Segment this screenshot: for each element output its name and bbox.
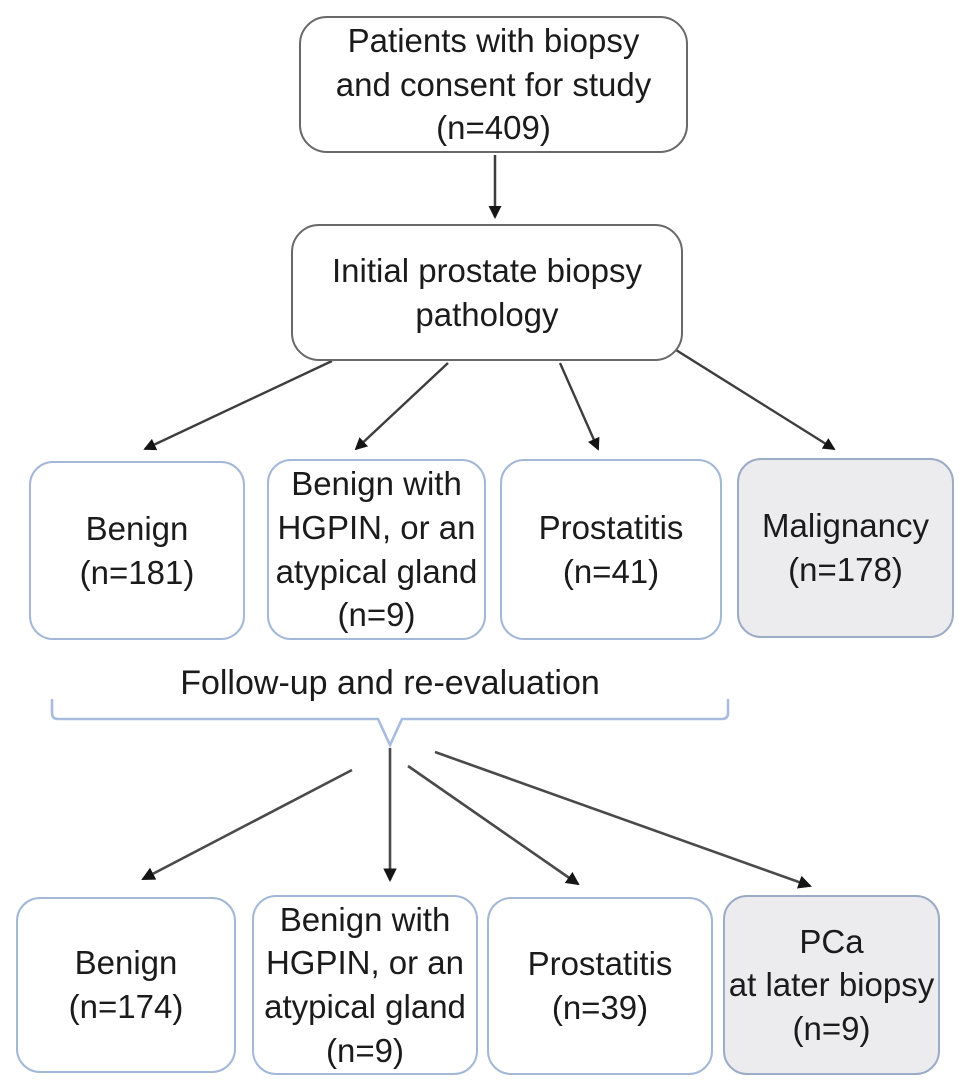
node-pca-later-label: PCa at later biopsy (n=9)	[728, 922, 935, 1047]
node-initial-pathology: Initial prostate biopsy pathology	[291, 224, 683, 361]
node-patients-consent: Patients with biopsy and consent for stu…	[299, 16, 688, 153]
node-prostatitis-initial: Prostatitis (n=41)	[500, 459, 722, 640]
node-prostatitis-followup: Prostatitis (n=39)	[487, 897, 713, 1075]
arrow-pathology-to-hgpin	[354, 362, 449, 451]
node-malignancy-label: Malignancy (n=178)	[762, 507, 929, 588]
node-benign-followup: Benign (n=174)	[16, 897, 236, 1073]
arrow-followup-to-pca	[434, 750, 812, 889]
node-hgpin-followup: Benign with HGPIN, or an atypical gland …	[252, 895, 478, 1075]
arrow-followup-to-prostatitis	[407, 764, 580, 886]
node-patients-consent-label: Patients with biopsy and consent for stu…	[335, 22, 652, 147]
node-initial-pathology-label: Initial prostate biopsy pathology	[331, 251, 642, 333]
node-hgpin-followup-label: Benign with HGPIN, or an atypical gland …	[264, 900, 466, 1069]
node-malignancy: Malignancy (n=178)	[737, 458, 954, 638]
node-hgpin-initial-label: Benign with HGPIN, or an atypical gland …	[275, 465, 478, 634]
node-prostatitis-initial-label: Prostatitis (n=41)	[538, 508, 684, 590]
arrow-pathology-to-malignancy	[675, 348, 836, 451]
node-pca-later: PCa at later biopsy (n=9)	[723, 895, 940, 1075]
node-benign-initial: Benign (n=181)	[29, 461, 245, 640]
node-benign-initial-label: Benign (n=181)	[79, 509, 195, 591]
node-prostatitis-followup-label: Prostatitis (n=39)	[527, 945, 673, 1026]
followup-brace	[50, 698, 730, 749]
node-hgpin-initial: Benign with HGPIN, or an atypical gland …	[267, 459, 486, 640]
arrow-followup-to-benign	[141, 768, 353, 881]
followup-label: Follow-up and re-evaluation	[180, 664, 600, 702]
node-benign-followup-label: Benign (n=174)	[68, 944, 184, 1025]
arrow-pathology-to-benign	[143, 359, 333, 451]
arrow-pathology-to-prostatitis	[558, 362, 600, 451]
